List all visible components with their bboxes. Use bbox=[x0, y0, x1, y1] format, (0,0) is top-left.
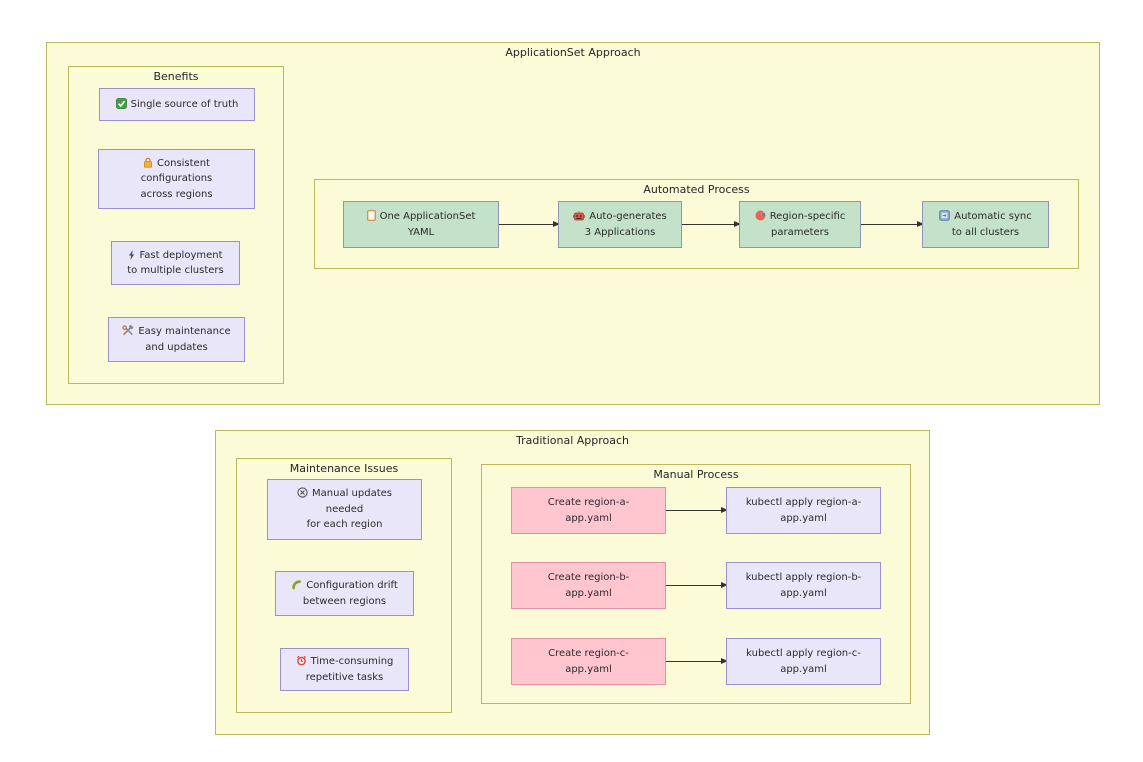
manual-process-panel: Manual Process Create region-a- app.yaml… bbox=[481, 464, 911, 704]
flow-arrow bbox=[682, 221, 741, 227]
apply-step-box: kubectl apply region-a- app.yaml bbox=[726, 487, 881, 534]
traditional-approach-panel: Traditional Approach Maintenance Issues … bbox=[215, 430, 930, 735]
automated-process-panel: Automated Process One ApplicationSet YAM… bbox=[314, 179, 1079, 269]
robot-icon bbox=[573, 211, 586, 221]
issue-time-consuming: Time-consuming repetitive tasks bbox=[280, 648, 409, 691]
step-label: Auto-generates 3 Applications bbox=[584, 211, 667, 238]
step-automatic-sync: Automatic sync to all clusters bbox=[922, 201, 1049, 248]
step-region-parameters: Region-specific parameters bbox=[739, 201, 861, 248]
flow-arrow bbox=[666, 507, 728, 513]
apply-step-label: kubectl apply region-b- app.yaml bbox=[745, 572, 862, 599]
maintenance-issues-panel: Maintenance Issues Manual updates needed… bbox=[236, 458, 452, 713]
benefit-label: Fast deployment to multiple clusters bbox=[127, 249, 224, 277]
phone-icon bbox=[291, 579, 302, 590]
applicationset-approach-panel: ApplicationSet Approach Benefits Single … bbox=[46, 42, 1100, 405]
step-label: Region-specific parameters bbox=[769, 211, 846, 238]
benefits-panel: Benefits Single source of truth Consiste… bbox=[68, 66, 284, 384]
tools-icon bbox=[122, 324, 134, 336]
flow-arrow bbox=[499, 221, 560, 227]
sync-icon bbox=[939, 210, 951, 221]
circled-x-icon bbox=[297, 487, 308, 498]
benefit-single-source: Single source of truth bbox=[99, 88, 255, 121]
maintenance-issues-title: Maintenance Issues bbox=[289, 462, 399, 475]
issue-config-drift: Configuration drift between regions bbox=[275, 571, 414, 616]
issue-label: Configuration drift between regions bbox=[302, 580, 398, 607]
step-applicationset-yaml: One ApplicationSet YAML bbox=[343, 201, 499, 248]
step-label: One ApplicationSet YAML bbox=[379, 211, 476, 238]
flow-arrow bbox=[666, 582, 728, 588]
globe-icon bbox=[755, 210, 766, 221]
benefit-label: Single source of truth bbox=[130, 98, 239, 110]
apply-step-label: kubectl apply region-a- app.yaml bbox=[745, 497, 862, 524]
lock-icon bbox=[143, 157, 153, 168]
flow-arrow bbox=[666, 658, 728, 664]
benefit-easy-maintenance: Easy maintenance and updates bbox=[108, 317, 245, 362]
apply-step-label: kubectl apply region-c- app.yaml bbox=[746, 648, 861, 675]
issue-label: Manual updates needed for each region bbox=[306, 488, 392, 531]
issue-label: Time-consuming repetitive tasks bbox=[305, 656, 394, 683]
create-step-label: Create region-b- app.yaml bbox=[547, 572, 630, 599]
lightning-icon bbox=[128, 249, 135, 260]
benefit-label: Consistent configurations across regions bbox=[140, 157, 213, 200]
step-label: Automatic sync to all clusters bbox=[951, 211, 1032, 238]
document-icon bbox=[366, 210, 376, 221]
create-step-box: Create region-a- app.yaml bbox=[511, 487, 666, 534]
create-step-label: Create region-c- app.yaml bbox=[548, 648, 629, 675]
traditional-approach-title: Traditional Approach bbox=[515, 434, 630, 447]
create-step-label: Create region-a- app.yaml bbox=[547, 497, 630, 524]
create-step-box: Create region-c- app.yaml bbox=[511, 638, 666, 685]
benefit-consistent-config: Consistent configurations across regions bbox=[98, 149, 255, 209]
automated-process-title: Automated Process bbox=[643, 183, 750, 196]
apply-step-box: kubectl apply region-b- app.yaml bbox=[726, 562, 881, 609]
step-auto-generates: Auto-generates 3 Applications bbox=[558, 201, 682, 248]
benefit-label: Easy maintenance and updates bbox=[138, 326, 231, 353]
benefit-fast-deployment: Fast deployment to multiple clusters bbox=[111, 241, 240, 285]
create-step-box: Create region-b- app.yaml bbox=[511, 562, 666, 609]
apply-step-box: kubectl apply region-c- app.yaml bbox=[726, 638, 881, 685]
manual-process-title: Manual Process bbox=[653, 468, 739, 481]
alarm-clock-icon bbox=[296, 655, 307, 666]
applicationset-approach-title: ApplicationSet Approach bbox=[505, 46, 641, 59]
check-icon bbox=[115, 97, 127, 109]
issue-manual-updates: Manual updates needed for each region bbox=[267, 479, 422, 540]
benefits-title: Benefits bbox=[153, 70, 199, 83]
flow-arrow bbox=[861, 221, 924, 227]
